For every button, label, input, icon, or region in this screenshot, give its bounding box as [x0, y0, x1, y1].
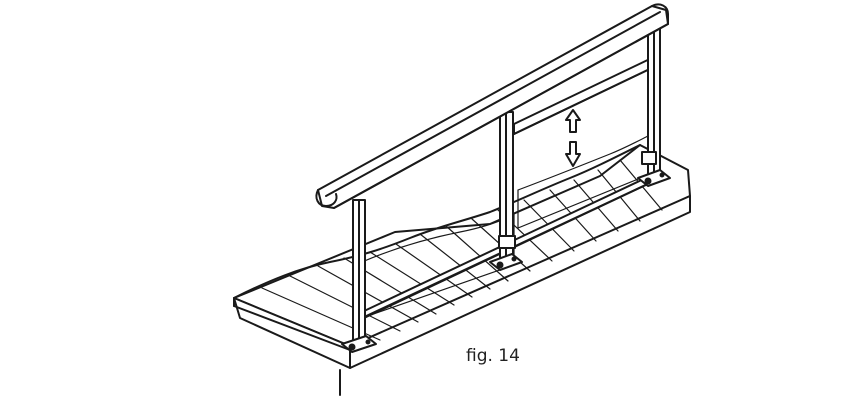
deck-platform — [233, 144, 691, 396]
top-handrail — [315, 3, 669, 209]
arrow-up-icon — [565, 109, 581, 133]
post-right — [637, 25, 671, 187]
figure-caption: fig. 14 — [466, 346, 520, 366]
post-left — [341, 199, 377, 353]
arrow-down-icon — [565, 141, 581, 167]
